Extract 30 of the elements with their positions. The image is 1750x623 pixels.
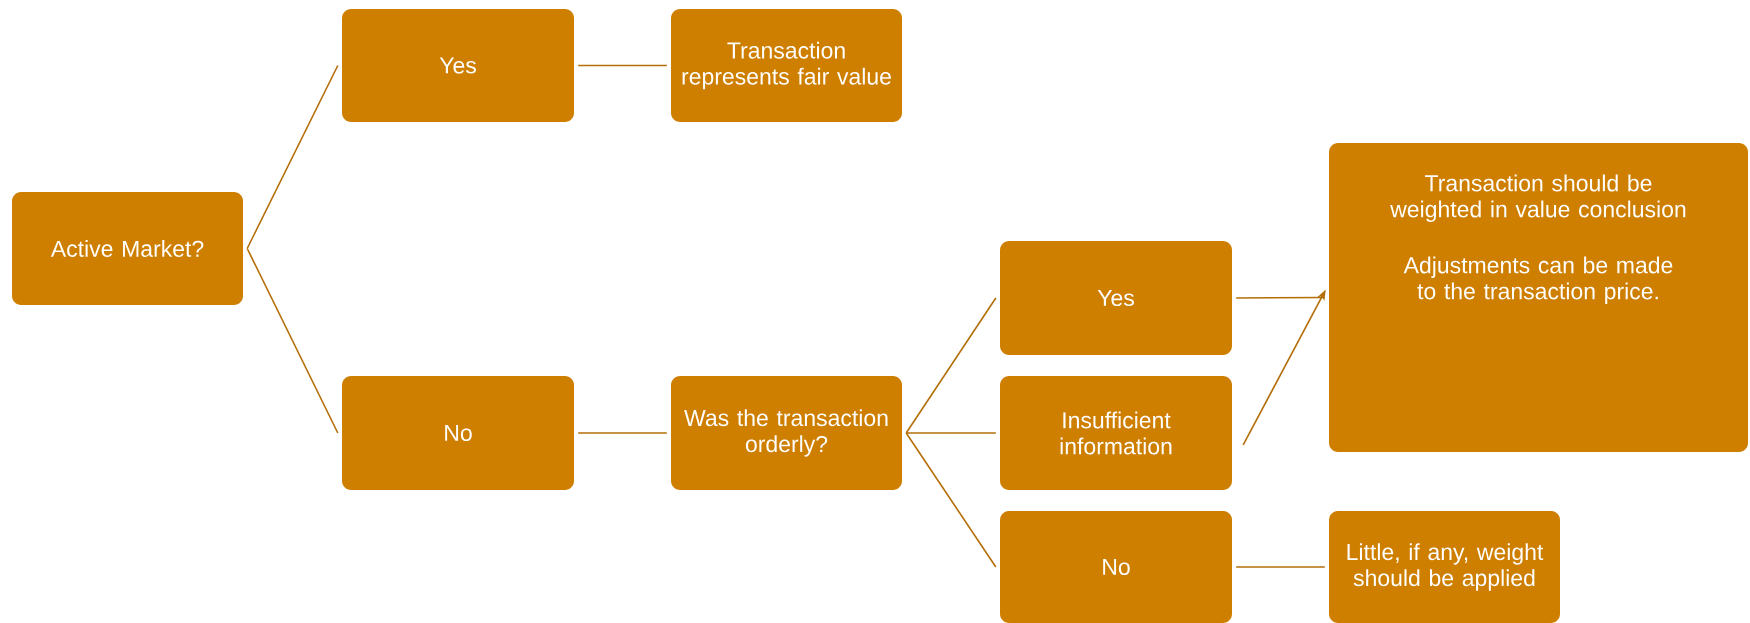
connector	[905, 432, 997, 434]
connector	[1235, 566, 1326, 568]
conclusion-box	[1329, 143, 1748, 452]
node-label: Active Market?	[50, 240, 204, 257]
decision-box	[12, 192, 243, 305]
connector	[246, 64, 339, 250]
node-label: Insufficient information	[1060, 411, 1172, 455]
connector	[1235, 296, 1326, 299]
node-label: Transaction represents fair value	[682, 41, 891, 90]
node-label: Adjustments can be made to the transaction price.	[1403, 256, 1673, 304]
node-label: No	[1103, 558, 1130, 576]
process-box	[342, 9, 574, 122]
connector	[246, 247, 339, 434]
connector	[905, 432, 997, 568]
process-box	[1000, 241, 1232, 355]
process-box	[671, 9, 902, 122]
node-label: Yes	[1097, 289, 1134, 307]
process-box	[1329, 511, 1560, 623]
connector	[577, 64, 668, 67]
connector	[905, 297, 997, 434]
process-box	[1000, 376, 1232, 490]
node-label: Little, if any, weight should be applied	[1347, 543, 1544, 591]
node-label: No	[445, 424, 472, 442]
process-box	[671, 376, 902, 490]
connector	[577, 432, 668, 434]
node-label: Transaction should be weighted in value conclusion	[1390, 174, 1686, 222]
process-box	[342, 376, 574, 490]
process-box	[1000, 511, 1232, 623]
node-label: Yes	[439, 57, 476, 74]
node-label: Was the transaction orderly?	[684, 409, 888, 457]
